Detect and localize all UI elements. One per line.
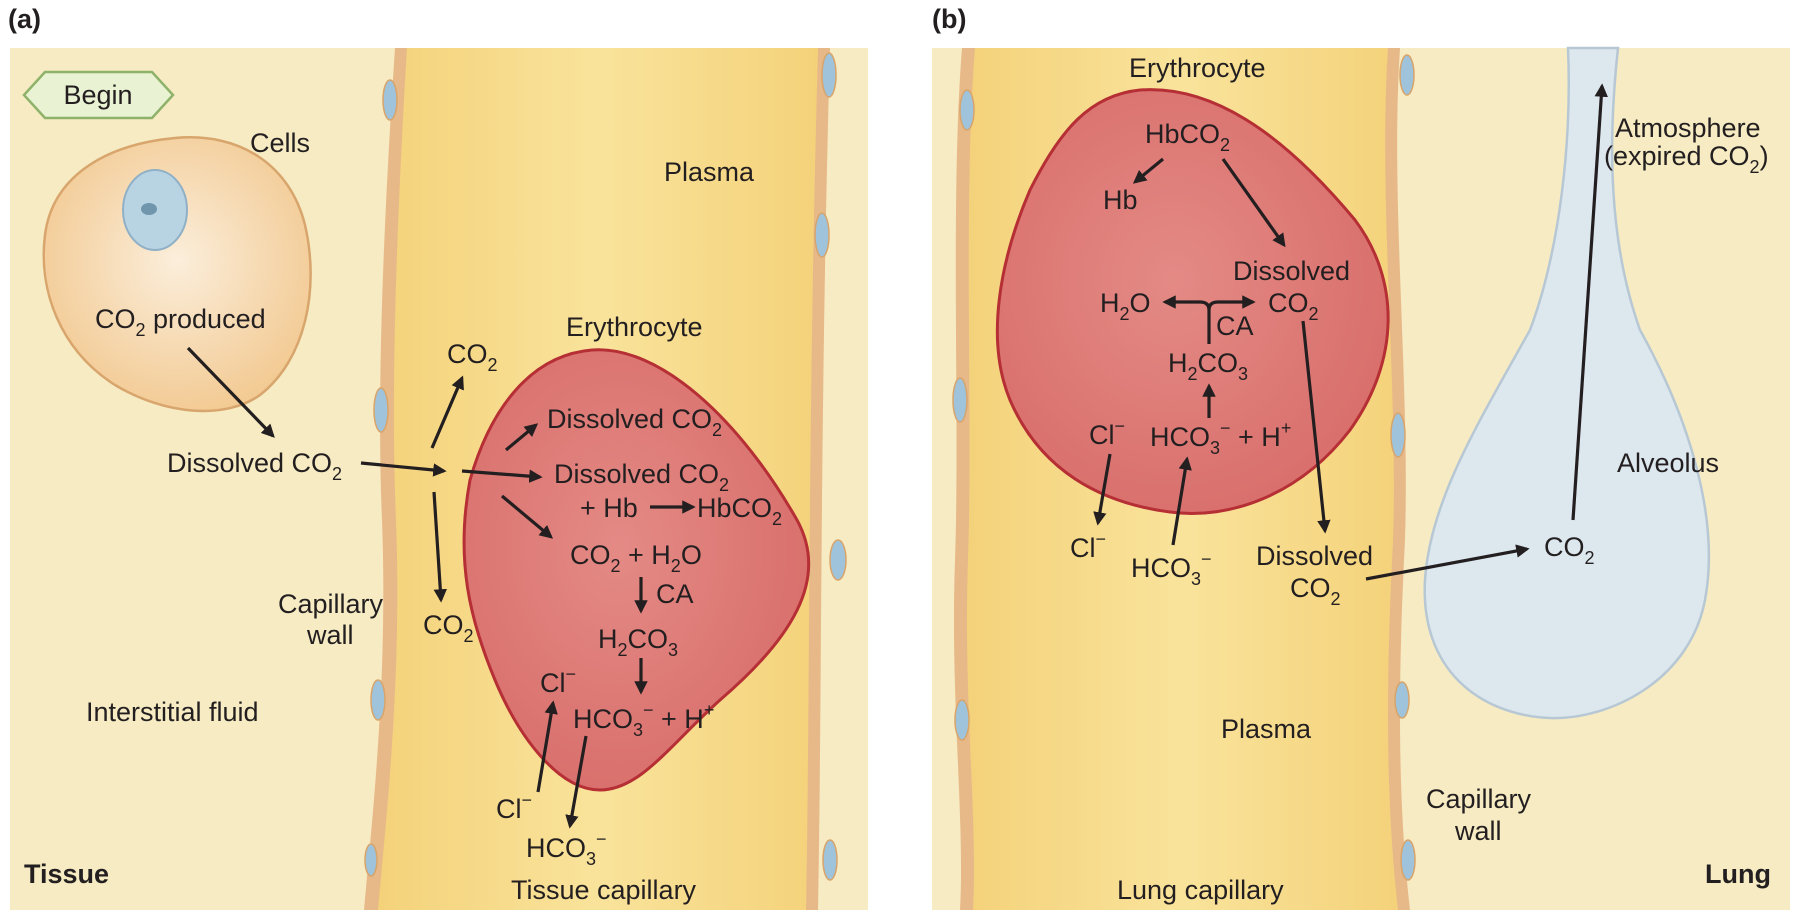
plasma-label-b: Plasma: [1221, 714, 1312, 744]
capillary-wall-label-a-2: wall: [306, 620, 354, 650]
arrows-a: [186, 346, 696, 829]
arrow: [1093, 453, 1112, 526]
panel-a: (a) Begin Cells CO2 produced Plasma Eryt…: [8, 4, 868, 910]
arrows-b: [1093, 83, 1608, 581]
capillary-wall-label-a-1: Capillary: [278, 589, 384, 619]
arrow: [1207, 295, 1256, 311]
tissue-capillary-label: Tissue capillary: [511, 875, 697, 905]
panel-b-label: (b): [932, 4, 966, 34]
capillary-wall-label-b-2: wall: [1454, 816, 1502, 846]
co2-h2o-label: CO2 + H2O: [570, 540, 702, 576]
dissolved-co2-label-left: Dissolved CO2: [167, 448, 342, 484]
tissue-label: Tissue: [24, 859, 109, 889]
endothelial-nucleus: [1390, 412, 1406, 458]
lung-capillary-label: Lung capillary: [1117, 875, 1284, 905]
endothelial-nucleus: [959, 89, 975, 131]
endothelial-nucleus: [1400, 839, 1416, 881]
arrow: [430, 375, 464, 449]
hb-plus-label: + Hb: [580, 493, 638, 523]
endothelial-nucleus: [814, 212, 830, 258]
dissolved-co2-hb-line1: Dissolved CO2: [554, 459, 729, 495]
hco3-h-label-b: HCO3− + H+: [1150, 418, 1291, 458]
arrow: [461, 469, 543, 483]
erythrocyte-label-b: Erythrocyte: [1129, 53, 1266, 83]
endothelial-nucleus: [373, 387, 389, 433]
ca-label-b: CA: [1216, 311, 1254, 341]
endothelial-nucleus: [370, 679, 386, 721]
interstitial-fluid-label: Interstitial fluid: [86, 697, 259, 727]
erythrocyte-a: [462, 348, 811, 792]
endothelial-nuclei-b: [952, 54, 1416, 881]
arrow: [536, 700, 558, 793]
co2-alveolus-label: CO2: [1544, 532, 1595, 568]
capillary-wall-label-b-1: Capillary: [1426, 784, 1532, 814]
plasma-label-a: Plasma: [664, 157, 755, 187]
co2-produced-label: CO2 produced: [95, 304, 266, 340]
alveolus: [1423, 46, 1711, 720]
endothelial-nucleus: [1394, 681, 1410, 719]
endothelial-nucleus: [954, 699, 970, 741]
h2co3-label-a: H2CO3: [598, 624, 678, 660]
dissolved-plasma-label-1: Dissolved: [1256, 541, 1373, 571]
dissolved-label-rbc-b: Dissolved: [1233, 256, 1350, 286]
arrow: [565, 735, 588, 829]
hbco2-label-a: HbCO2: [697, 493, 782, 529]
endothelial-nuclei-a: [364, 52, 847, 881]
arrow: [500, 494, 554, 539]
arrow: [1171, 456, 1192, 546]
begin-tag[interactable]: [22, 70, 175, 120]
hco3-out-label-b: HCO3−: [1131, 549, 1212, 589]
ca-label-a: CA: [656, 579, 694, 609]
arrow: [504, 423, 539, 452]
arrow: [1571, 83, 1608, 521]
co2-label-rbc-b: CO2: [1268, 288, 1319, 324]
endothelial-nucleus: [364, 843, 378, 877]
endothelial-nucleus: [829, 539, 847, 581]
arrow: [1132, 157, 1165, 184]
arrow: [1301, 320, 1331, 534]
cells-label: Cells: [250, 128, 310, 158]
cl-rbc-label-b: Cl−: [1089, 416, 1125, 450]
cl-in-label-a: Cl−: [540, 664, 576, 698]
endothelial-nucleus: [821, 52, 837, 98]
co2-down-label: CO2: [423, 610, 474, 646]
lung-label: Lung: [1705, 859, 1771, 889]
co2-up-label: CO2: [447, 339, 498, 375]
endothelial-nucleus: [952, 377, 968, 423]
atmosphere-label-1: Atmosphere: [1615, 113, 1761, 143]
cl-out-label-a: Cl−: [496, 790, 532, 824]
nucleolus: [141, 203, 157, 215]
arrow: [360, 461, 447, 477]
alveolus-label: Alveolus: [1617, 448, 1719, 478]
hbco2-label-b: HbCO2: [1145, 119, 1230, 155]
atmosphere-label-2: (expired CO2): [1604, 141, 1769, 177]
arrow: [186, 346, 275, 438]
h2o-label-b: H2O: [1100, 288, 1151, 324]
erythrocyte-label-a: Erythrocyte: [566, 312, 703, 342]
panel-a-label: (a): [8, 4, 41, 34]
arrow: [432, 491, 448, 603]
h2co3-label-b: H2CO3: [1168, 348, 1248, 384]
dissolved-co2-label-rbc: Dissolved CO2: [547, 404, 722, 440]
begin-tag-label: Begin: [63, 80, 132, 110]
arrow: [1365, 544, 1530, 581]
tissue-cell: [42, 136, 312, 413]
panel-b: (b) Erythrocyte HbCO2 Hb Dissolved CO2 H…: [932, 4, 1790, 910]
arrow: [1221, 158, 1286, 248]
endothelial-nucleus: [822, 839, 838, 881]
hb-label-b: Hb: [1103, 185, 1138, 215]
hco3-out-label-a: HCO3−: [526, 829, 607, 869]
endothelial-nucleus: [382, 79, 398, 121]
hco3-h-label-a: HCO3− + H+: [573, 700, 714, 740]
endothelial-nucleus: [1399, 54, 1415, 96]
cl-out-label-b: Cl−: [1070, 529, 1106, 563]
dissolved-plasma-label-2: CO2: [1290, 573, 1341, 609]
